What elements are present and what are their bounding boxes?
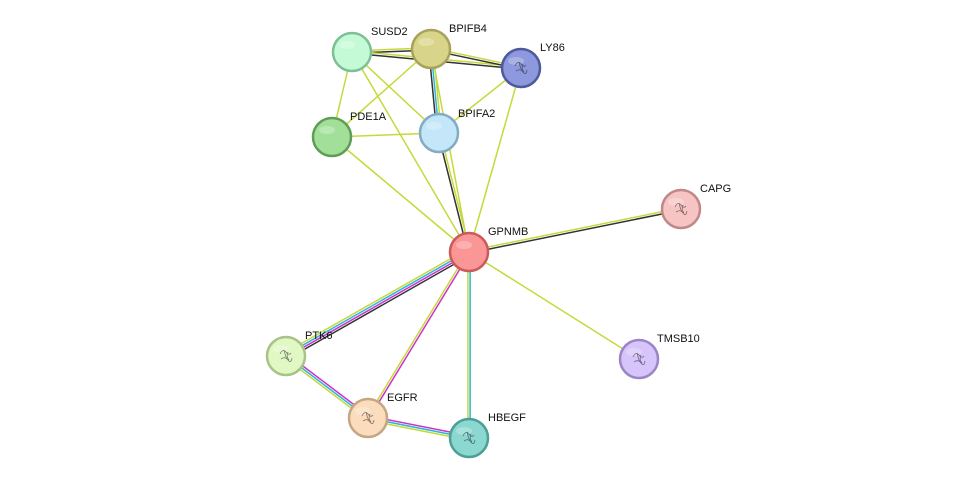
edge-evidence-strand xyxy=(468,209,682,254)
protein-structure-icon xyxy=(632,352,646,365)
node-label: GPNMB xyxy=(488,226,528,238)
node-highlight xyxy=(319,126,335,134)
protein-structure-icon xyxy=(361,411,375,424)
edge-evidence-strand xyxy=(468,251,640,360)
node-highlight xyxy=(456,241,472,249)
node-bpifb4[interactable]: BPIFB4 xyxy=(410,23,487,70)
edge-gpnmb-egfr[interactable] xyxy=(366,250,471,420)
edge-evidence-strand xyxy=(331,48,432,138)
node-highlight xyxy=(418,38,434,46)
node-label: LY86 xyxy=(540,42,565,54)
edge-evidence-strand xyxy=(331,136,470,253)
edge-evidence-strand xyxy=(368,251,471,420)
node-bpifa2[interactable]: BPIFA2 xyxy=(418,108,495,154)
node-pde1a[interactable]: PDE1A xyxy=(311,111,387,158)
edge-bpifb4-pde1a[interactable] xyxy=(331,48,432,138)
protein-structure-icon xyxy=(279,349,293,362)
edge-bpifa2-gpnmb[interactable] xyxy=(437,131,471,254)
protein-structure-icon xyxy=(462,431,476,444)
node-label: PDE1A xyxy=(350,111,387,123)
edge-bpifb4-gpnmb[interactable] xyxy=(430,48,470,253)
node-circle xyxy=(410,28,452,70)
node-gpnmb[interactable]: GPNMB xyxy=(448,226,528,273)
edge-gpnmb-tmsb10[interactable] xyxy=(468,251,640,360)
edge-evidence-strand xyxy=(437,132,469,254)
node-label: EGFR xyxy=(387,392,418,404)
edge-susd2-gpnmb[interactable] xyxy=(351,51,470,253)
edge-evidence-strand xyxy=(468,67,522,253)
edge-pde1a-gpnmb[interactable] xyxy=(331,136,470,253)
node-highlight xyxy=(426,122,442,130)
node-label: BPIFA2 xyxy=(458,108,495,120)
edge-gpnmb-hbegf[interactable] xyxy=(467,251,471,439)
edge-evidence-strand xyxy=(351,51,470,253)
node-ptk6[interactable]: PTK6 xyxy=(265,330,333,377)
edge-evidence-strand xyxy=(284,250,470,356)
protein-structure-icon xyxy=(674,202,688,215)
edge-gpnmb-ptk6[interactable] xyxy=(283,248,472,360)
edge-evidence-strand xyxy=(285,252,471,358)
edge-evidence-strand xyxy=(439,131,471,253)
node-highlight xyxy=(339,41,355,49)
protein-structure-icon xyxy=(514,61,528,74)
node-label: CAPG xyxy=(700,183,731,195)
node-label: HBEGF xyxy=(488,412,526,424)
node-ly86[interactable]: LY86 xyxy=(500,42,565,89)
node-circle xyxy=(331,31,373,73)
node-label: BPIFB4 xyxy=(449,23,487,35)
node-capg[interactable]: CAPG xyxy=(660,183,731,230)
node-tmsb10[interactable]: TMSB10 xyxy=(618,333,700,380)
node-egfr[interactable]: EGFR xyxy=(347,392,418,439)
edge-evidence-strand xyxy=(366,250,469,419)
node-circle xyxy=(448,231,490,273)
node-susd2[interactable]: SUSD2 xyxy=(331,26,408,73)
edge-evidence-strand xyxy=(286,254,472,360)
node-circle xyxy=(418,112,460,154)
edge-evidence-strand xyxy=(283,248,469,354)
node-label: PTK6 xyxy=(305,330,333,342)
node-label: TMSB10 xyxy=(657,333,700,345)
node-label: SUSD2 xyxy=(371,26,408,38)
edge-evidence-strand xyxy=(468,207,682,252)
edge-gpnmb-capg[interactable] xyxy=(468,207,682,254)
edge-evidence-strand xyxy=(430,48,470,253)
node-circle xyxy=(311,116,353,158)
node-hbegf[interactable]: HBEGF xyxy=(448,412,526,459)
edge-ly86-gpnmb[interactable] xyxy=(468,67,522,253)
